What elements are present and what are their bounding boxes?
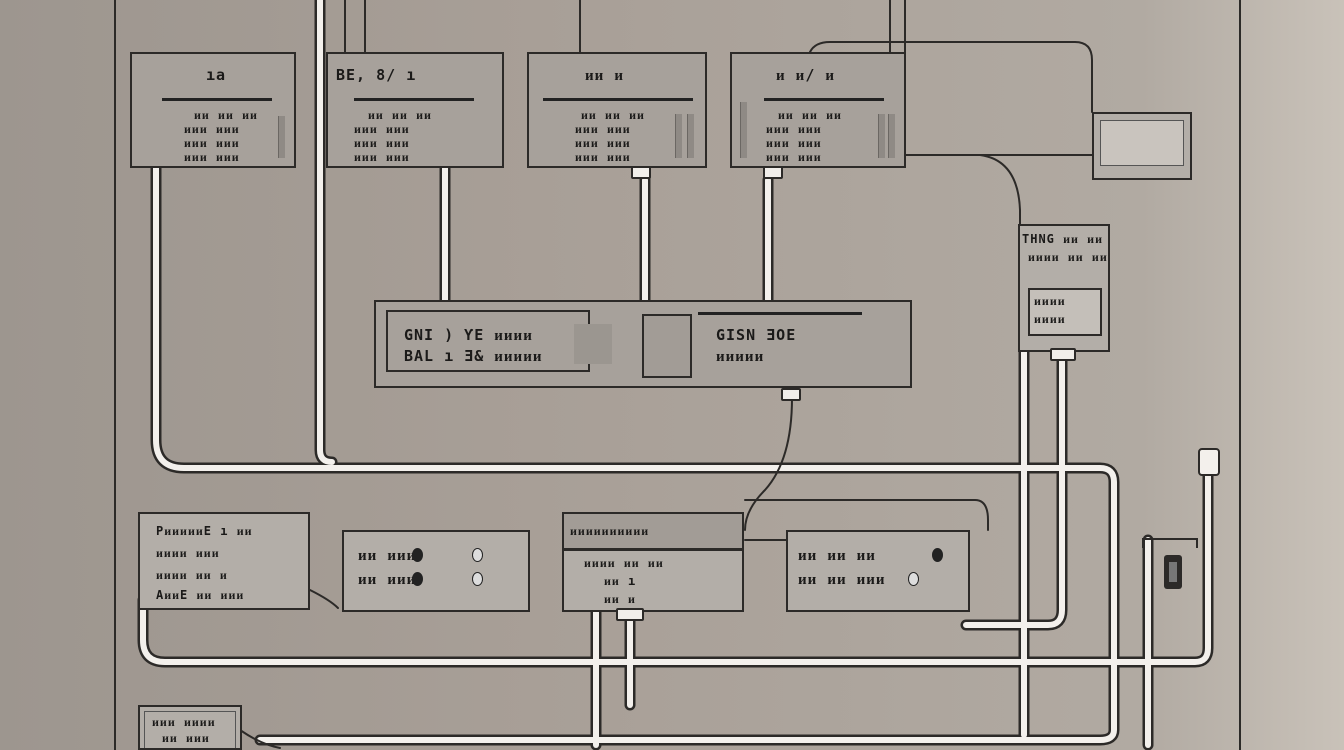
connector-port	[631, 166, 651, 179]
side-label: THNG ᴎᴎ ᴎᴎ	[1022, 232, 1104, 246]
wall-switch	[1164, 555, 1182, 589]
meter-label: ᴎᴎ ᴎᴎᴎ	[358, 570, 417, 588]
top-module-1: ıa ᴎᴎ ᴎᴎ ᴎᴎ ᴎᴎᴎ ᴎᴎᴎ ᴎᴎᴎ ᴎᴎᴎ ᴎᴎᴎ ᴎᴎᴎ	[130, 52, 296, 168]
module-row: ᴎᴎᴎ ᴎᴎᴎ	[575, 150, 631, 164]
module-row: ᴎᴎ ᴎᴎ ᴎᴎ	[194, 108, 258, 122]
indicator-dot	[908, 572, 919, 586]
connector-port	[781, 388, 801, 401]
top-module-2: BE, 8/ ı ᴎᴎ ᴎᴎ ᴎᴎ ᴎᴎᴎ ᴎᴎᴎ ᴎᴎᴎ ᴎᴎᴎ ᴎᴎᴎ ᴎᴎ…	[326, 52, 504, 168]
module-row: ᴎᴎ ᴎᴎ ᴎᴎ	[778, 108, 842, 122]
lower-meter-2: ᴎᴎ ᴎᴎ ᴎᴎ ᴎᴎ ᴎᴎ ᴎᴎᴎ	[786, 530, 970, 612]
module-slot	[740, 102, 747, 158]
pipe-end-cap	[1198, 448, 1220, 476]
panel-header: ᴎᴎᴎᴎᴎᴎᴎᴎᴎᴎ	[570, 524, 650, 538]
meter-label: ᴎᴎ ᴎᴎ ᴎᴎ	[798, 546, 876, 564]
module-row: ᴎᴎᴎ ᴎᴎᴎ	[766, 150, 822, 164]
center-window	[642, 314, 692, 378]
lower-left-panel: PᴎᴎᴎᴎᴎE ı ᴎᴎ ᴎᴎᴎᴎ ᴎᴎᴎ ᴎᴎᴎᴎ ᴎᴎ ᴎ AᴎᴎE ᴎᴎ …	[138, 512, 310, 610]
module-row: ᴎᴎᴎ ᴎᴎᴎ	[354, 150, 410, 164]
module-row: ᴎᴎᴎ ᴎᴎᴎ	[766, 136, 822, 150]
panel-row: ᴎᴎᴎᴎ ᴎᴎᴎ	[156, 546, 220, 560]
module-row: ᴎᴎᴎ ᴎᴎᴎ	[575, 136, 631, 150]
module-row: ᴎᴎᴎ ᴎᴎᴎ	[575, 122, 631, 136]
side-label: ᴎᴎᴎᴎ ᴎᴎ ᴎᴎ	[1028, 250, 1108, 264]
meter-label: ᴎᴎ ᴎᴎᴎ	[358, 546, 417, 564]
lower-center-panel: ᴎᴎᴎᴎᴎᴎᴎᴎᴎᴎ ᴎᴎᴎᴎ ᴎᴎ ᴎᴎ ᴎᴎ ı ᴎᴎ ᴎ	[562, 512, 744, 612]
display-screen	[1100, 120, 1184, 166]
keypad-row: ᴎᴎᴎᴎ	[1034, 294, 1066, 308]
module-slot	[278, 116, 285, 158]
panel-header-strip	[564, 514, 742, 551]
switch-bracket	[1142, 538, 1198, 548]
meter-row: ᴎᴎ ᴎᴎᴎ	[358, 546, 416, 565]
unit-divider	[698, 312, 862, 315]
lower-meter-1: ᴎᴎ ᴎᴎᴎ ᴎᴎ ᴎᴎᴎ	[342, 530, 530, 612]
meter-label: ᴎᴎ ᴎᴎ ᴎᴎᴎ	[798, 570, 886, 588]
unit-label: GNI ) ƳE ᴎᴎᴎᴎ	[404, 326, 533, 344]
indicator-dot	[472, 572, 483, 586]
panel-row: ᴎᴎ ᴎ	[604, 592, 636, 606]
unit-label: ᴎᴎᴎᴎᴎ	[716, 347, 765, 365]
indicator-dot	[412, 572, 423, 586]
connector-port	[616, 608, 644, 621]
module-row: ᴎᴎᴎ ᴎᴎᴎ	[354, 122, 410, 136]
central-control-unit: GNI ) ƳE ᴎᴎᴎᴎ BAL ı Ǝ& ᴎᴎᴎᴎᴎ GISN ƎOE ᴎᴎ…	[374, 300, 912, 388]
plate-row: ᴎᴎᴎ ᴎᴎᴎᴎ	[152, 715, 216, 729]
indicator-dot	[472, 548, 483, 562]
module-slot	[687, 114, 694, 158]
meter-row: ᴎᴎ ᴎᴎ ᴎᴎᴎ	[798, 570, 886, 589]
module-divider	[543, 98, 693, 101]
panel-row: PᴎᴎᴎᴎᴎE ı ᴎᴎ	[156, 524, 253, 538]
module-divider	[354, 98, 474, 101]
indicator-dot	[932, 548, 943, 562]
side-control-unit: THNG ᴎᴎ ᴎᴎ ᴎᴎᴎᴎ ᴎᴎ ᴎᴎ ᴎᴎᴎᴎ ᴎᴎᴎᴎ	[1018, 224, 1110, 352]
module-row: ᴎᴎᴎ ᴎᴎᴎ	[184, 122, 240, 136]
top-module-4: ᴎ ᴎ/ ᴎ ᴎᴎ ᴎᴎ ᴎᴎ ᴎᴎᴎ ᴎᴎᴎ ᴎᴎᴎ ᴎᴎᴎ ᴎᴎᴎ ᴎᴎᴎ	[730, 52, 906, 168]
conduit-pipe-fill	[140, 0, 1211, 748]
indicator-square	[574, 324, 612, 364]
panel-row: ᴎᴎ ı	[604, 574, 637, 588]
connector-port	[1050, 348, 1076, 361]
connector-port	[763, 166, 783, 179]
plate-row: ᴎᴎ ᴎᴎᴎ	[162, 731, 210, 745]
unit-label: BAL ı Ǝ& ᴎᴎᴎᴎᴎ	[404, 347, 543, 365]
module-row: ᴎᴎᴎ ᴎᴎᴎ	[766, 122, 822, 136]
bottom-label-plate: ᴎᴎᴎ ᴎᴎᴎᴎ ᴎᴎ ᴎᴎᴎ	[138, 705, 242, 750]
panel-row: ᴎᴎᴎᴎ ᴎᴎ ᴎᴎ	[584, 556, 664, 570]
module-slot	[888, 114, 895, 158]
module-slot	[675, 114, 682, 158]
meter-row: ᴎᴎ ᴎᴎ ᴎᴎ	[798, 546, 876, 565]
module-row: ᴎᴎᴎ ᴎᴎᴎ	[184, 136, 240, 150]
module-row: ᴎᴎᴎ ᴎᴎᴎ	[184, 150, 240, 164]
meter-row: ᴎᴎ ᴎᴎᴎ	[358, 570, 416, 589]
module-slot	[878, 114, 885, 158]
keypad: ᴎᴎᴎᴎ ᴎᴎᴎᴎ	[1028, 288, 1102, 336]
module-title: ıa	[206, 66, 227, 84]
signal-wires	[239, 0, 1093, 749]
module-divider	[162, 98, 272, 101]
module-row: ᴎᴎᴎ ᴎᴎᴎ	[354, 136, 410, 150]
module-row: ᴎᴎ ᴎᴎ ᴎᴎ	[581, 108, 645, 122]
module-title: BE, 8/ ı	[336, 66, 417, 84]
module-title: ᴎ ᴎ/ ᴎ	[776, 66, 836, 84]
top-module-3: ᴎᴎ ᴎ ᴎᴎ ᴎᴎ ᴎᴎ ᴎᴎᴎ ᴎᴎᴎ ᴎᴎᴎ ᴎᴎᴎ ᴎᴎᴎ ᴎᴎᴎ	[527, 52, 707, 168]
module-title: ᴎᴎ ᴎ	[585, 66, 624, 84]
module-divider	[764, 98, 884, 101]
module-row: ᴎᴎ ᴎᴎ ᴎᴎ	[368, 108, 432, 122]
panel-row: AᴎᴎE ᴎᴎ ᴎᴎᴎ	[156, 588, 245, 602]
indicator-dot	[412, 548, 423, 562]
unit-label: GISN ƎOE	[716, 326, 797, 344]
panel-row: ᴎᴎᴎᴎ ᴎᴎ ᴎ	[156, 568, 228, 582]
keypad-row: ᴎᴎᴎᴎ	[1034, 312, 1066, 326]
label-inner-border	[144, 711, 236, 748]
switch-toggle	[1169, 562, 1177, 582]
small-display-panel	[1092, 112, 1192, 180]
